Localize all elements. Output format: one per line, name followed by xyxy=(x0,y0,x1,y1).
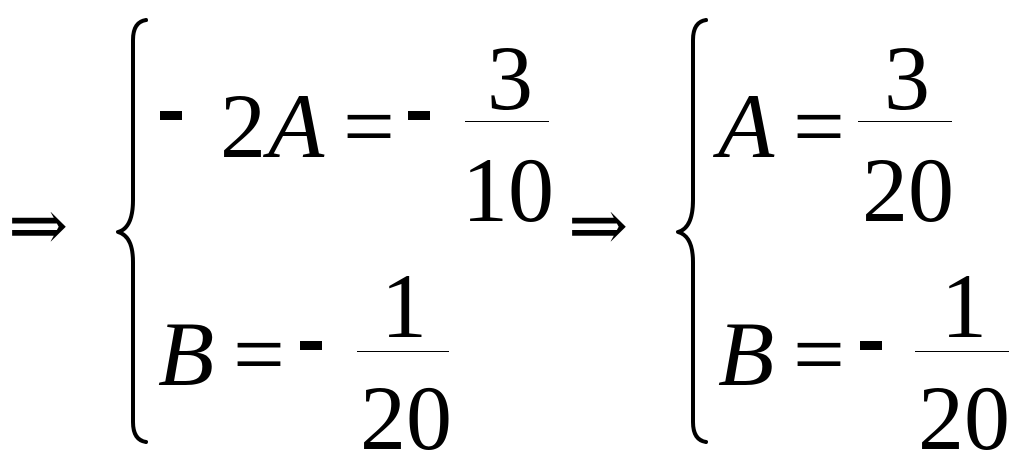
system2-eq2-fraction-bar xyxy=(915,351,1009,352)
system1-eq1-fraction-bar xyxy=(465,121,549,122)
system2-eq2-rhs-minus-sign: - xyxy=(860,341,882,350)
system1-eq2-denominator: 20 xyxy=(360,367,452,469)
system1-eq1-coefficient: 2 xyxy=(220,75,266,177)
system2-eq1-numerator: 3 xyxy=(884,27,930,129)
system2-eq2-variable: B xyxy=(718,303,775,405)
system2-eq2-equals: = xyxy=(793,303,845,405)
system1-eq1-minus-sign: - xyxy=(160,111,182,120)
system1-eq1-variable: A xyxy=(268,75,325,177)
system1-eq2-numerator: 1 xyxy=(381,255,427,357)
system1-eq1-rhs-minus-sign: - xyxy=(408,111,430,120)
implies-arrow-2: ⇒ xyxy=(568,186,629,266)
implies-arrow-1: ⇒ xyxy=(8,186,69,266)
system1-eq2-fraction-bar xyxy=(357,351,449,352)
system2-eq1-variable: A xyxy=(718,75,775,177)
system2-eq2-denominator: 20 xyxy=(918,367,1010,469)
system1-eq1-denominator: 10 xyxy=(462,139,554,241)
system2-eq1-equals: = xyxy=(793,75,845,177)
system1-eq2-equals: = xyxy=(233,303,285,405)
system1-eq2-variable: B xyxy=(158,303,215,405)
system2-eq1-denominator: 20 xyxy=(862,139,954,241)
system1-eq1-numerator: 3 xyxy=(487,27,533,129)
system1-eq1-equals: = xyxy=(343,75,395,177)
system1-eq2-rhs-minus-sign: - xyxy=(300,341,322,350)
system2-eq2-numerator: 1 xyxy=(941,255,987,357)
system2-eq1-fraction-bar xyxy=(858,121,952,122)
